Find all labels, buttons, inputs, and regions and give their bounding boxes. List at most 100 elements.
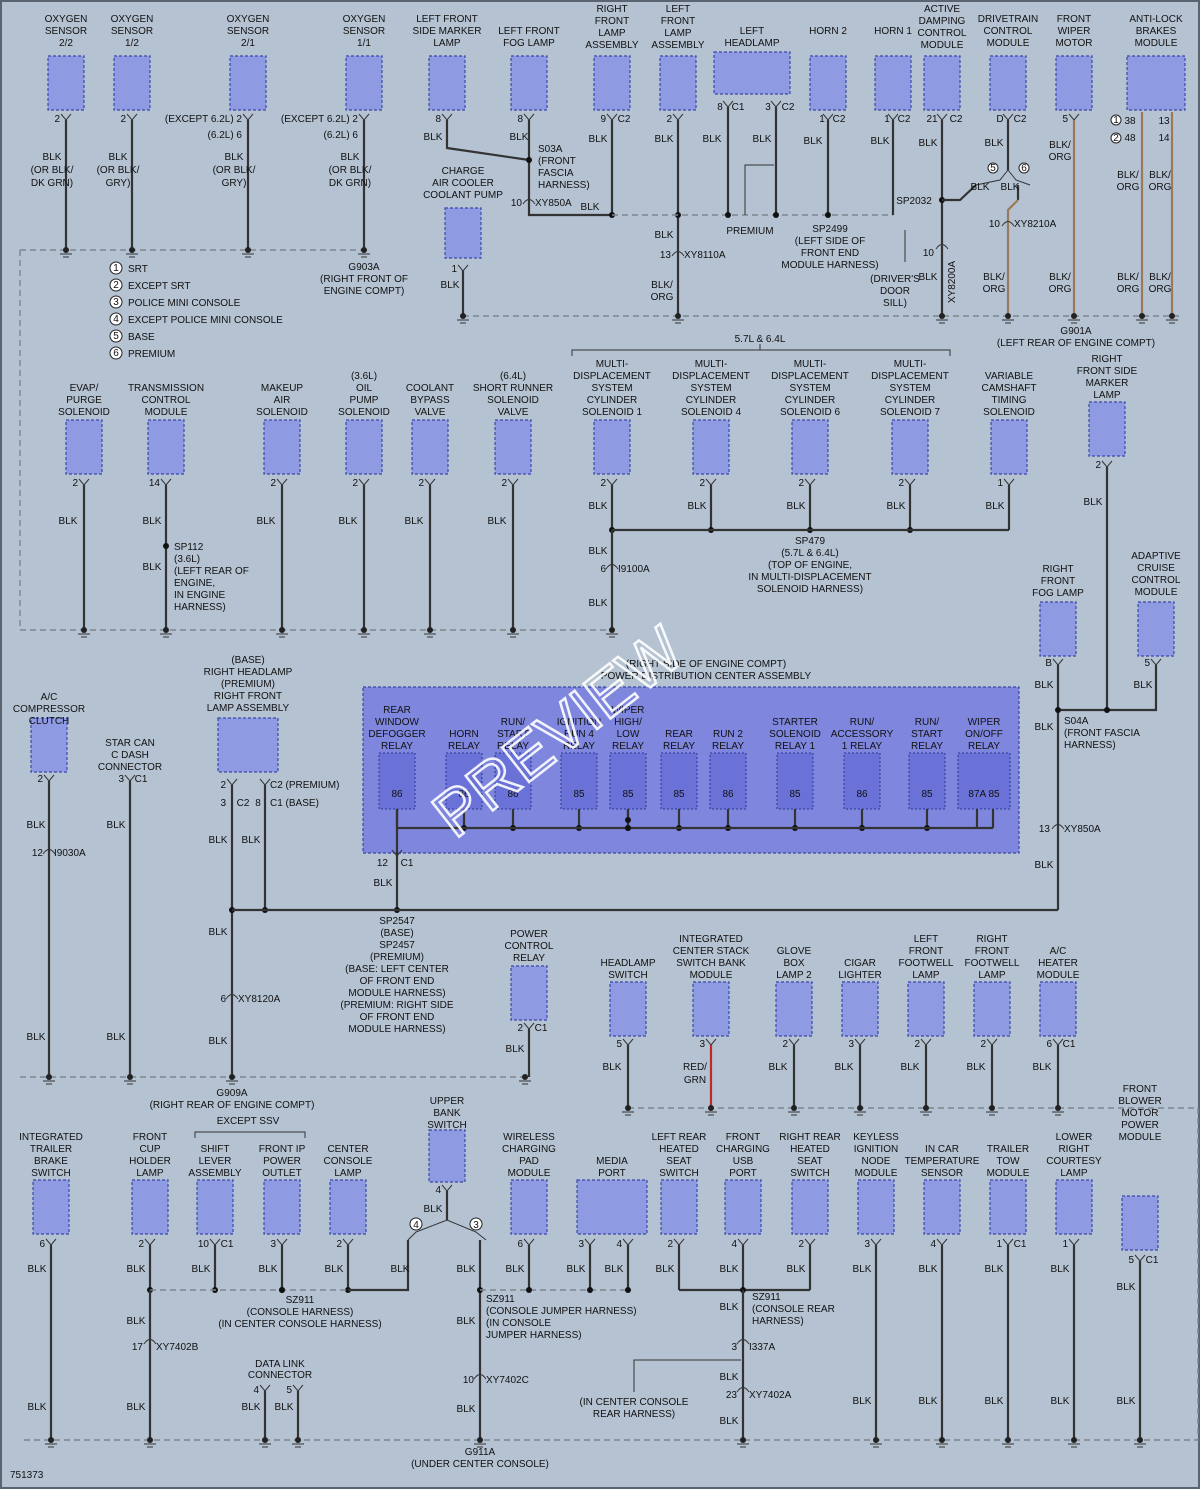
- pin-number: 5: [616, 1039, 622, 1050]
- wire-color: BLK: [209, 835, 228, 846]
- component-lfsm: [428, 55, 466, 111]
- component-label: SENSOR: [45, 26, 87, 37]
- ground-dot: [625, 1105, 631, 1111]
- component-label: VALVE: [415, 407, 446, 418]
- component-ccl: [329, 1179, 367, 1235]
- component-label: CONNECTOR: [248, 1370, 312, 1381]
- component-label: LAMP: [978, 970, 1006, 981]
- splice-label: JUMPER HARNESS): [486, 1330, 582, 1341]
- component-label: MEDIA: [596, 1156, 628, 1167]
- pin-number: C2 (PREMIUM): [270, 780, 339, 791]
- relay-starter: [776, 752, 814, 810]
- component-label: ANTI-LOCK: [1129, 14, 1183, 25]
- component-label: COOLANT PUMP: [423, 190, 503, 201]
- pin-number: 2: [666, 114, 672, 125]
- pin-number: 6: [517, 1239, 523, 1250]
- splice-label: (CONSOLE REAR: [752, 1304, 835, 1315]
- component-label: MODULE: [145, 407, 188, 418]
- ground-label: (LEFT REAR OF ENGINE COMPT): [997, 338, 1155, 349]
- component-charge-pump: [444, 207, 482, 259]
- option-number: 5: [990, 163, 996, 174]
- connector-label: XY7402A: [749, 1390, 792, 1401]
- wire-path: [445, 120, 530, 162]
- pin-number: 2: [667, 1239, 673, 1250]
- component-label: SOLENOID 1: [582, 407, 642, 418]
- wire-color: (OR BLK/: [329, 165, 372, 176]
- wire-color: BLK: [1035, 680, 1054, 691]
- component-label: NODE: [862, 1156, 891, 1167]
- pin-number: 2: [352, 478, 358, 489]
- pin-fork: [705, 478, 717, 486]
- component-label: PAD: [519, 1156, 539, 1167]
- component-label: SENSOR: [227, 26, 269, 37]
- component-label: MODULE: [1135, 587, 1178, 598]
- option-marker: [409, 1217, 423, 1231]
- wire-color: BLK: [567, 1264, 586, 1275]
- wire-color: BLK: [109, 152, 128, 163]
- wire-color: ORG: [1049, 152, 1072, 163]
- wire-color: BLK: [720, 1264, 739, 1275]
- option-marker: [1018, 162, 1030, 174]
- wire-color: BLK: [225, 152, 244, 163]
- component-label: MARKER: [1086, 378, 1129, 389]
- component-label: WIPER: [1058, 26, 1091, 37]
- splice-label: SP112: [174, 542, 204, 553]
- component-vcts: [990, 419, 1028, 475]
- pin-number: 5: [1062, 114, 1068, 125]
- component-label: LAMP: [1060, 1168, 1088, 1179]
- ground-dot: [873, 1437, 879, 1443]
- legend-text: BASE: [128, 332, 155, 343]
- component-label: PURGE: [66, 395, 102, 406]
- wire-color: BLK: [688, 501, 707, 512]
- relay-label: RUN 4: [564, 729, 594, 740]
- splice-label: (PREMIUM): [370, 952, 424, 963]
- pin-fork-mark: [1101, 460, 1113, 468]
- pin-number: 2: [72, 478, 78, 489]
- wire-color: BLK: [43, 152, 62, 163]
- option-marker: [1110, 132, 1122, 144]
- component-label: FRONT: [595, 16, 629, 27]
- component-label: SOLENOID: [983, 407, 1035, 418]
- pin-fork-mark: [259, 778, 271, 786]
- component-label: CENTER: [327, 1144, 368, 1155]
- ground-dot: [708, 1105, 714, 1111]
- component-label: LEFT REAR: [652, 1132, 707, 1143]
- pin-note: (EXCEPT 6.2L) 2: [165, 114, 243, 125]
- relay-label: RELAY: [968, 741, 1000, 752]
- connector-pin: 10: [511, 198, 523, 209]
- wire-color: BLK: [1117, 1396, 1136, 1407]
- wire-color: BLK: [143, 516, 162, 527]
- ground-symbol: [78, 627, 90, 638]
- pin-fork-mark: [1150, 658, 1162, 666]
- relay-label: SOLENOID: [769, 729, 821, 740]
- component-label: MULTI-: [695, 359, 728, 370]
- component-ach: [1039, 981, 1077, 1037]
- pin-fork-mark: [209, 1238, 221, 1246]
- component-label: DAMPING: [919, 16, 966, 27]
- pin-fork: [507, 478, 519, 486]
- location-label: (DRIVER'S: [870, 274, 920, 285]
- splice-label: (BASE: LEFT CENTER: [345, 964, 449, 975]
- connector-id: C1: [732, 102, 745, 113]
- component-label: SWITCH BANK: [676, 958, 746, 969]
- pin-fork-mark: [43, 774, 55, 782]
- pin-number: 4: [731, 1239, 737, 1250]
- inline-connector: [671, 251, 685, 257]
- pin-number: 2: [270, 478, 276, 489]
- component-label: VALVE: [498, 407, 529, 418]
- ground-symbol: [259, 1437, 271, 1448]
- wire-color: BLK: [655, 134, 674, 145]
- wire-color: BLK: [127, 1316, 146, 1327]
- inline-connector: [473, 1374, 487, 1380]
- ground-symbol: [276, 627, 288, 638]
- relay-label: REAR: [383, 705, 411, 716]
- component-label: CYLINDER: [885, 395, 936, 406]
- wire-color: BLK: [59, 516, 78, 527]
- component-label: SENSOR: [921, 1168, 963, 1179]
- ground-symbol: [457, 313, 469, 324]
- wire-color: BLK: [581, 202, 600, 213]
- legend-number: 4: [113, 314, 119, 325]
- pin-fork-mark: [424, 478, 436, 486]
- pin-fork: [622, 1038, 634, 1046]
